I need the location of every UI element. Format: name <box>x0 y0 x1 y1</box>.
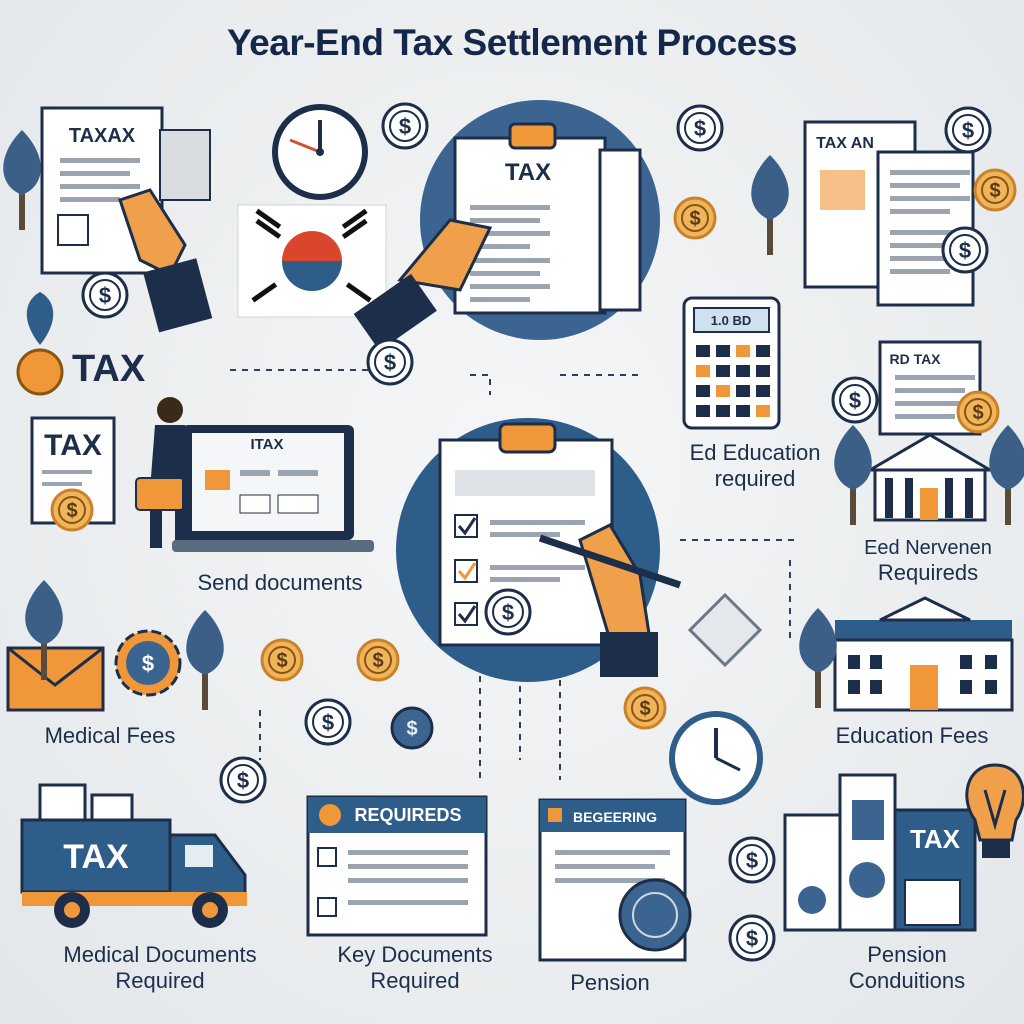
calculator-screen-label: 1.0 BD <box>711 313 751 328</box>
top-left-document-icon <box>40 106 211 275</box>
coin-icon <box>219 756 267 804</box>
coin-icon <box>944 106 992 154</box>
truck-label: TAX <box>63 838 129 876</box>
coin-icon <box>260 638 304 682</box>
checkbox-icon <box>454 514 478 626</box>
coin-icon <box>673 196 717 240</box>
laptop-screen-label: ITAX <box>250 436 283 453</box>
requireds-document-icon <box>306 795 488 937</box>
key-documents-label: Key Documents Required <box>295 942 535 994</box>
building-icon <box>864 433 996 522</box>
pen-icon <box>538 523 682 677</box>
education-required-line-1: Ed Education <box>689 440 821 465</box>
plant-icon <box>16 292 64 396</box>
medical-fees-label: Medical Fees <box>44 723 176 748</box>
top-left-doc-label: TAXAX <box>69 125 136 147</box>
coin-icon <box>390 706 434 750</box>
hand-icon <box>353 218 493 351</box>
page-title: Year-End Tax Settlement Process <box>227 22 797 63</box>
coin-icon <box>366 338 414 386</box>
key-documents-line-2: Required <box>370 968 460 993</box>
coin-icon <box>356 638 400 682</box>
hand-icon <box>118 188 213 333</box>
envelope-icon <box>6 646 105 712</box>
medical-documents-label: Medical Documents Required <box>30 942 290 994</box>
education-required-label: Ed Education required <box>640 440 870 492</box>
coin-icon <box>676 104 724 152</box>
coin-icon <box>831 376 879 424</box>
coin-icon <box>973 168 1017 212</box>
coin-icon <box>941 226 989 274</box>
medical-documents-line-1: Medical Documents <box>63 942 257 967</box>
bottom-right-box-label: TAX <box>910 824 961 854</box>
building-icon <box>833 596 1014 712</box>
top-center-doc-label: TAX <box>505 159 551 186</box>
tree-icon <box>751 155 789 255</box>
requireds-doc-label: REQUIREDS <box>354 805 461 825</box>
svg-text:$: $ <box>142 651 154 676</box>
connector-lines <box>230 369 800 780</box>
key-documents-line-1: Key Documents <box>337 942 493 967</box>
coin-icon <box>484 588 532 636</box>
pension-document-icon <box>538 798 692 962</box>
medical-documents-line-2: Required <box>115 968 205 993</box>
left-doc-label: TAX <box>44 429 102 462</box>
clock-icon <box>272 104 368 200</box>
nerv-requireds-label: Eed Nervenen Requireds <box>832 537 1024 586</box>
coin-icon <box>728 836 776 884</box>
education-fees-label: Education Fees <box>835 723 989 748</box>
clock-icon <box>669 711 763 805</box>
lightbulb-icon <box>965 763 1024 858</box>
top-center-clipboard-icon <box>453 122 642 315</box>
nerv-requireds-line-2: Requireds <box>877 560 979 585</box>
pension-box-icon <box>783 773 977 932</box>
coin-icon <box>81 271 129 319</box>
pension-conditions-line-1: Pension <box>867 942 947 967</box>
compass-icon <box>687 592 763 668</box>
pension-conditions-label: Pension Conduitions <box>790 942 1024 994</box>
pension-label: Pension <box>570 970 650 995</box>
calculator-icon <box>682 296 781 430</box>
tree-icon <box>799 608 837 708</box>
education-required-line-2: required <box>714 466 796 491</box>
coin-icon <box>623 686 667 730</box>
send-documents-label: Send documents <box>197 570 363 595</box>
right-doc-label: RD TAX <box>889 351 941 367</box>
coin-icon <box>50 488 94 532</box>
coin-icon <box>381 102 429 150</box>
top-right-doc-label: TAX AN <box>816 135 874 152</box>
coin-icon <box>728 914 776 962</box>
tree-icon <box>3 130 41 230</box>
pension-doc-label: BEGEERING <box>573 809 657 825</box>
pension-conditions-line-2: Conduitions <box>848 968 966 993</box>
korean-flag-icon <box>237 204 387 318</box>
truck-icon <box>20 783 247 928</box>
nerv-requireds-line-1: Eed Nervenen <box>864 537 992 559</box>
gear-coin-icon: $ <box>114 629 182 697</box>
tax-label: TAX <box>72 348 146 390</box>
coin-icon <box>956 390 1000 434</box>
laptop-icon <box>172 425 374 552</box>
coin-icon <box>304 698 352 746</box>
